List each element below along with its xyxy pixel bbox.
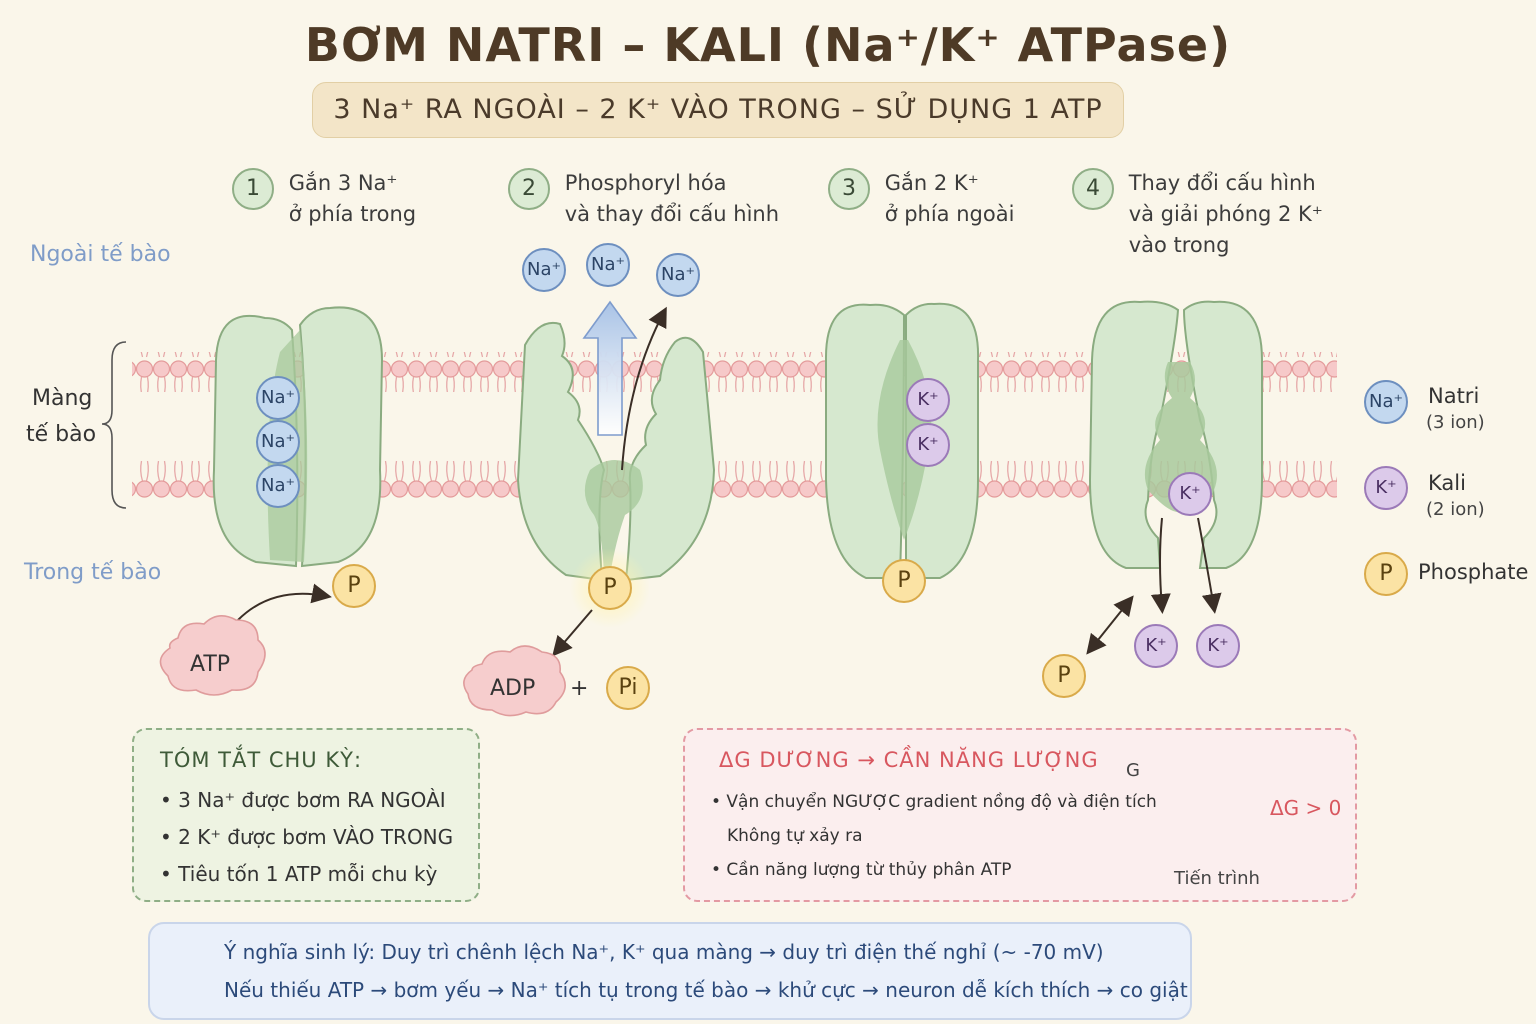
pump-step-2	[516, 322, 716, 628]
energy-item: Không tự xảy ra	[727, 826, 863, 846]
summary-box: TÓM TẮT CHU KỲ: • 3 Na⁺ được bơm RA NGOÀ…	[132, 728, 480, 902]
legend-p-symbol: P	[1364, 552, 1408, 596]
step-3-number: 3	[828, 168, 870, 210]
legend-na-symbol: Na⁺	[1364, 380, 1408, 424]
na-exit-curved-arrow	[621, 306, 667, 471]
step-1-line2: ở phía trong	[288, 202, 417, 226]
adp-label: ADP	[490, 676, 536, 701]
pump-step-4	[1088, 300, 1263, 569]
step-3-line1: Gắn 2 K⁺	[884, 171, 979, 195]
graph-xlabel: Tiến trình	[1174, 868, 1260, 889]
membrane-label-line2: tế bào	[26, 422, 97, 447]
step-2-label: 2 Phosphoryl hóa và thay đổi cấu hình	[508, 168, 779, 230]
na-ion: Na⁺	[256, 376, 300, 420]
legend-p-label: Phosphate	[1418, 560, 1529, 584]
note-line-2: Nếu thiếu ATP → bơm yếu → Na⁺ tích tụ tr…	[224, 978, 1188, 1002]
outside-cell-label: Ngoài tế bào	[30, 242, 171, 267]
step-2-number: 2	[508, 168, 550, 210]
na-ion: Na⁺	[586, 243, 630, 287]
membrane-brace	[101, 341, 127, 509]
note-line-1: Ý nghĩa sinh lý: Duy trì chênh lệch Na⁺,…	[224, 940, 1104, 964]
summary-heading: TÓM TẮT CHU KỲ:	[160, 748, 363, 772]
membrane-label-line1: Màng	[32, 386, 93, 411]
k-ion: K⁺	[906, 423, 950, 467]
arrow-phosphate-release	[1086, 595, 1134, 655]
energy-heading: ΔG DƯƠNG → CẦN NĂNG LƯỢNG	[719, 748, 1099, 772]
na-ion: Na⁺	[656, 253, 700, 297]
legend-k-sub: (2 ion)	[1426, 499, 1485, 520]
arrow-phosphate-to-adp	[552, 609, 593, 657]
summary-item: • Tiêu tốn 1 ATP mỗi chu kỳ	[160, 862, 438, 886]
step-1-label: 1 Gắn 3 Na⁺ ở phía trong	[232, 168, 416, 230]
step-4-line1: Thay đổi cấu hình	[1128, 171, 1316, 195]
na-ion: Na⁺	[256, 464, 300, 508]
phosphate-ion: P	[588, 566, 632, 610]
legend-na-sub: (3 ion)	[1426, 412, 1485, 433]
pump-step-3	[824, 302, 980, 579]
adp-cloud	[463, 645, 566, 717]
delta-g-label: ΔG > 0	[1270, 796, 1342, 820]
atp-label: ATP	[190, 652, 231, 677]
legend-na-label: Natri	[1428, 384, 1480, 408]
inside-cell-label: Trong tế bào	[24, 560, 162, 585]
legend-k-symbol: K⁺	[1364, 466, 1408, 510]
page-subtitle: 3 Na⁺ RA NGOÀI – 2 K⁺ VÀO TRONG – SỬ DỤN…	[312, 82, 1124, 138]
atp-cloud	[159, 615, 266, 696]
k-ion: K⁺	[1168, 472, 1212, 516]
step-2-line2: và thay đổi cấu hình	[564, 202, 780, 226]
pi-ion: Pi	[606, 666, 650, 710]
step-4-line3: vào trong	[1128, 233, 1230, 257]
arrow-k-release-1	[1150, 517, 1171, 614]
physiology-note-box: Ý nghĩa sinh lý: Duy trì chênh lệch Na⁺,…	[148, 922, 1192, 1020]
phosphate-ion: P	[332, 564, 376, 608]
phosphate-ion: P	[1042, 654, 1086, 698]
step-4-number: 4	[1072, 168, 1114, 210]
legend-k-label: Kali	[1428, 471, 1466, 495]
k-ion: K⁺	[1134, 624, 1178, 668]
plus-sign: +	[570, 676, 589, 701]
step-1-line1: Gắn 3 Na⁺	[288, 171, 398, 195]
page-title: BƠM NATRI – KALI (Na⁺/K⁺ ATPase)	[304, 18, 1232, 72]
energy-item: • Vận chuyển NGƯỢC gradient nồng độ và đ…	[711, 792, 1157, 812]
energy-box: ΔG DƯƠNG → CẦN NĂNG LƯỢNG • Vận chuyển N…	[683, 728, 1357, 902]
energy-item: • Cần năng lượng từ thủy phân ATP	[711, 860, 1012, 880]
arrow-k-release-2	[1197, 517, 1222, 614]
step-3-line2: ở phía ngoài	[884, 202, 1015, 226]
graph-ylabel: G	[1126, 760, 1140, 781]
step-4-label: 4 Thay đổi cấu hình và giải phóng 2 K⁺ v…	[1072, 168, 1323, 261]
step-1-number: 1	[232, 168, 274, 210]
arrow-atp-to-phosphate	[237, 583, 332, 621]
summary-item: • 3 Na⁺ được bơm RA NGOÀI	[160, 788, 446, 812]
na-exit-up-arrow	[582, 300, 638, 436]
step-3-label: 3 Gắn 2 K⁺ ở phía ngoài	[828, 168, 1014, 230]
k-ion: K⁺	[1196, 624, 1240, 668]
phosphate-ion: P	[882, 559, 926, 603]
k-ion: K⁺	[906, 378, 950, 422]
summary-item: • 2 K⁺ được bơm VÀO TRONG	[160, 825, 454, 849]
na-ion: Na⁺	[256, 420, 300, 464]
step-4-line2: và giải phóng 2 K⁺	[1128, 202, 1323, 226]
na-ion: Na⁺	[522, 248, 566, 292]
step-2-line1: Phosphoryl hóa	[564, 171, 727, 195]
